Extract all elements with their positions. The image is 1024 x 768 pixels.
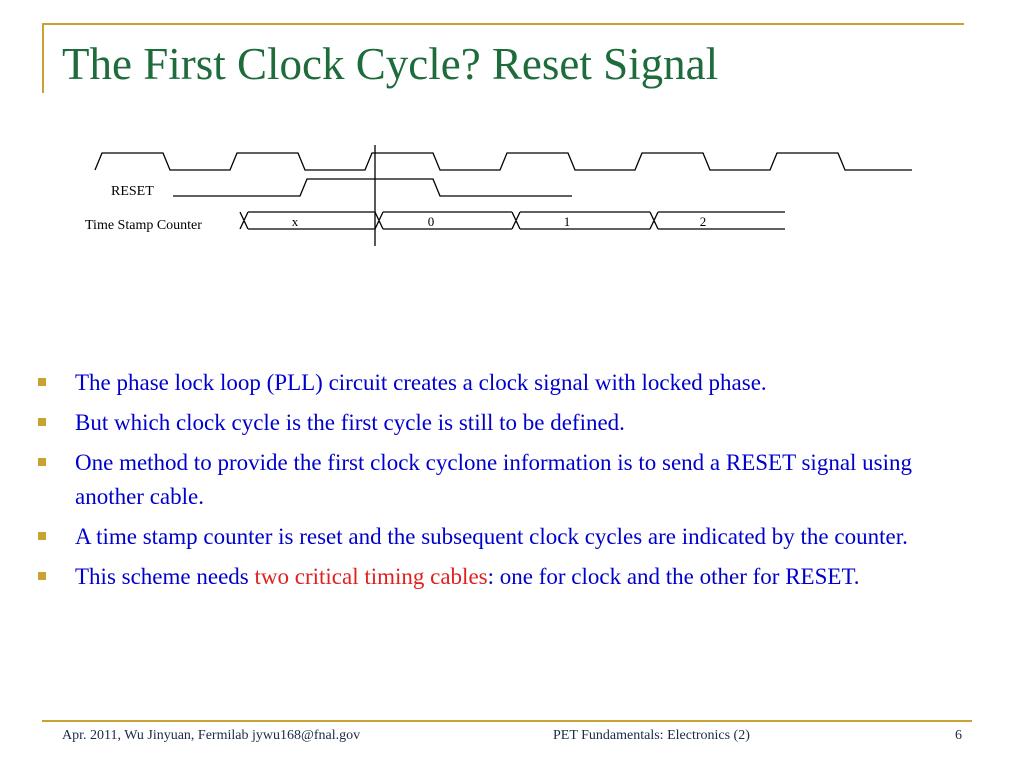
clock-waveform — [94, 152, 912, 171]
frame-left-line — [42, 23, 44, 93]
bullet-text: This scheme needs — [75, 564, 255, 589]
counter-value-x: x — [292, 214, 299, 229]
bullet-item: This scheme needs two critical timing ca… — [0, 560, 955, 594]
bullet-square-icon — [38, 458, 46, 466]
timing-diagram: RESET Time Stamp Counter x 0 1 2 — [85, 145, 912, 246]
bullet-square-icon — [38, 378, 46, 386]
bullet-text: But which clock cycle is the first cycle… — [75, 410, 625, 435]
bullet-item: A time stamp counter is reset and the su… — [0, 520, 955, 554]
footer-page-number: 6 — [955, 728, 962, 743]
bullet-text: A time stamp counter is reset and the su… — [75, 524, 908, 549]
footer-author: Apr. 2011, Wu Jinyuan, Fermilab jywu168@… — [62, 728, 361, 743]
counter-value-0: 0 — [428, 214, 435, 229]
reset-label: RESET — [111, 184, 154, 199]
footer-course: PET Fundamentals: Electronics (2) — [553, 728, 750, 743]
bullet-text: : one for clock and the other for RESET. — [487, 564, 860, 589]
bullet-item: But which clock cycle is the first cycle… — [0, 406, 955, 440]
bullet-square-icon — [38, 418, 46, 426]
bullet-highlight-text: two critical timing cables — [254, 564, 488, 589]
frame-top-line — [42, 23, 964, 25]
footer-line — [42, 720, 972, 722]
bullet-square-icon — [38, 572, 46, 580]
counter-bus — [239, 211, 785, 230]
counter-value-2: 2 — [700, 214, 707, 229]
bullet-item: One method to provide the first clock cy… — [0, 446, 955, 514]
counter-value-1: 1 — [564, 214, 571, 229]
bullet-square-icon — [38, 532, 46, 540]
reset-waveform — [173, 178, 572, 197]
counter-label: Time Stamp Counter — [85, 218, 202, 233]
slide-title: The First Clock Cycle? Reset Signal — [62, 39, 719, 89]
bullet-item: The phase lock loop (PLL) circuit create… — [0, 366, 955, 400]
bullet-text: One method to provide the first clock cy… — [75, 450, 913, 509]
bullet-list: The phase lock loop (PLL) circuit create… — [0, 366, 1024, 600]
bullet-text: The phase lock loop (PLL) circuit create… — [75, 370, 767, 395]
